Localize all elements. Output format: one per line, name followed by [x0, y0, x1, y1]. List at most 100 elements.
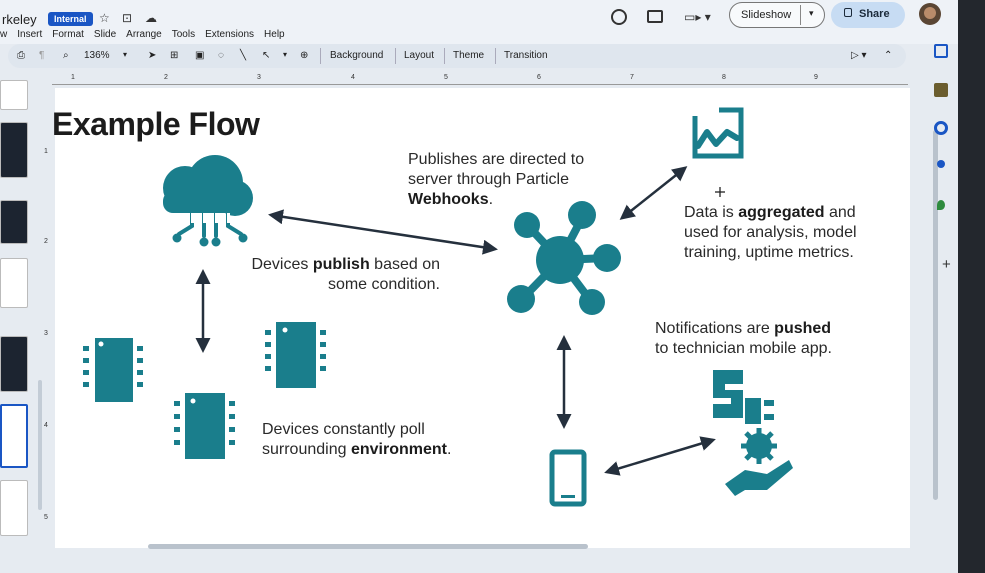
- ruler-tick: 3: [44, 330, 48, 337]
- devices-poll-text[interactable]: Devices constantly poll surrounding envi…: [262, 420, 451, 460]
- menu-slide[interactable]: Slide: [93, 29, 117, 40]
- select-frame-icon[interactable]: ⊞: [170, 50, 179, 61]
- move-folder-icon[interactable]: ⊡: [122, 11, 133, 25]
- ruler-tick: 5: [44, 514, 48, 521]
- slide-thumbnail[interactable]: [0, 258, 28, 308]
- menu-view[interactable]: w: [0, 29, 8, 40]
- account-avatar[interactable]: [919, 3, 941, 25]
- menu-help[interactable]: Help: [264, 29, 285, 40]
- slide-thumbnail[interactable]: [0, 80, 28, 110]
- text-fragment: .: [488, 191, 494, 208]
- filmstrip-scrollbar[interactable]: [38, 380, 42, 510]
- horizontal-scrollbar[interactable]: [148, 544, 588, 549]
- ruler-tick: 6: [537, 74, 541, 81]
- technician-service-icon: [713, 370, 793, 496]
- slide-canvas[interactable]: Example Flow: [52, 88, 910, 548]
- bold-term: environment: [350, 441, 447, 458]
- tasks-icon[interactable]: [934, 121, 948, 135]
- calendar-icon[interactable]: [934, 44, 948, 58]
- devices-publish-text[interactable]: Devices publish based on some condition.: [247, 255, 440, 295]
- toolbar-divider: [495, 48, 496, 64]
- add-addon-icon[interactable]: +: [942, 256, 951, 273]
- menu-arrange[interactable]: Arrange: [126, 29, 162, 40]
- menu-bar: w Insert Format Slide Arrange Tools Exte…: [0, 29, 285, 40]
- internal-badge: Internal: [48, 12, 93, 26]
- keep-icon[interactable]: [934, 83, 948, 97]
- slide-thumbnail-selected[interactable]: [0, 404, 28, 468]
- text-line: used for analysis, model: [684, 224, 857, 241]
- line-icon[interactable]: ╲: [240, 50, 247, 61]
- slide-thumbnail[interactable]: [0, 200, 28, 244]
- microchip-icon: [174, 393, 235, 459]
- zoom-dropdown-icon[interactable]: ▾: [123, 50, 128, 59]
- screen-bezel: [958, 0, 985, 573]
- bold-term: Webhooks: [408, 191, 489, 208]
- text-line: server through Particle: [408, 171, 569, 188]
- cloud-status-icon[interactable]: ☁: [145, 11, 157, 25]
- lock-icon: [844, 8, 852, 17]
- paint-format-icon[interactable]: ¶: [39, 50, 45, 61]
- slide-thumbnail[interactable]: [0, 480, 28, 536]
- zoom-icon[interactable]: ⌕: [63, 50, 69, 61]
- toolbar-divider: [320, 48, 321, 64]
- text-line: Notifications are pushed: [655, 319, 832, 339]
- cloud-iot-icon: [163, 155, 253, 247]
- text-line: Devices publish based on: [247, 255, 440, 275]
- menu-insert[interactable]: Insert: [17, 29, 43, 40]
- theme-button[interactable]: Theme: [453, 50, 485, 61]
- slide-thumbnail[interactable]: [0, 336, 28, 392]
- meet-camera-icon[interactable]: ▭▸ ▾: [684, 10, 711, 24]
- shape-icon[interactable]: ◌: [218, 50, 224, 61]
- text-line: some condition.: [327, 276, 440, 293]
- share-button[interactable]: Share: [831, 2, 905, 28]
- notifications-text[interactable]: Notifications are pushed to technician m…: [655, 319, 832, 359]
- menu-format[interactable]: Format: [52, 29, 84, 40]
- layout-button[interactable]: Layout: [404, 50, 435, 61]
- menu-extensions[interactable]: Extensions: [205, 29, 255, 40]
- data-aggregated-text[interactable]: Data is aggregated and used for analysis…: [684, 203, 857, 263]
- transition-button[interactable]: Transition: [504, 50, 548, 61]
- ruler-tick: 3: [257, 74, 261, 81]
- text-fragment: Notifications are: [655, 320, 775, 337]
- slide-thumbnail[interactable]: [0, 122, 28, 178]
- bold-term: pushed: [774, 320, 832, 337]
- bold-term: aggregated: [738, 204, 825, 221]
- add-comment-icon[interactable]: ⊕: [300, 50, 309, 61]
- microchip-icon: [265, 322, 326, 388]
- slide-title[interactable]: Example Flow: [52, 106, 260, 142]
- background-button[interactable]: Background: [330, 50, 384, 61]
- zoom-level[interactable]: 136%: [84, 50, 110, 61]
- ruler-tick: 8: [722, 74, 726, 81]
- contacts-icon[interactable]: [937, 160, 945, 168]
- ruler-tick: 2: [164, 74, 168, 81]
- arrow-line-icon[interactable]: ↖: [262, 50, 271, 61]
- print-icon[interactable]: ⎙: [17, 50, 25, 61]
- toolbar-divider: [444, 48, 445, 64]
- text-line: Data is aggregated and: [684, 203, 857, 223]
- document-title[interactable]: rkeley: [2, 12, 37, 27]
- image-icon[interactable]: ▣: [195, 50, 205, 61]
- select-cursor-icon[interactable]: ➤: [148, 50, 157, 61]
- toolbar-divider: [395, 48, 396, 64]
- bold-term: publish: [312, 256, 370, 273]
- text-fragment: and: [824, 204, 856, 221]
- slideshow-button[interactable]: Slideshow ▾: [729, 2, 825, 28]
- vertical-scrollbar[interactable]: [933, 130, 938, 500]
- ruler-tick: 9: [814, 74, 818, 81]
- maps-icon[interactable]: [937, 200, 945, 210]
- text-line: Webhooks.: [408, 190, 584, 210]
- text-line: surrounding environment.: [262, 440, 451, 460]
- toolbar: ⎙ ¶ ⌕ 136% ▾ ➤ ⊞ ▣ ◌ ╲ ↖ ▾ ⊕ Background …: [8, 44, 906, 68]
- menu-tools[interactable]: Tools: [171, 29, 196, 40]
- vertical-ruler: 1 2 3 4 5: [44, 90, 54, 550]
- star-icon[interactable]: ☆: [99, 11, 110, 25]
- chevron-down-icon[interactable]: ▾: [809, 8, 814, 18]
- text-fragment: .: [446, 441, 452, 458]
- line-dropdown-icon[interactable]: ▾: [283, 50, 288, 59]
- collapse-toolbar-icon[interactable]: ⌃: [884, 50, 893, 61]
- text-line: to technician mobile app.: [655, 340, 832, 357]
- comments-icon[interactable]: [647, 10, 663, 23]
- publishes-text[interactable]: Publishes are directed to server through…: [408, 150, 584, 210]
- version-history-icon[interactable]: [611, 9, 627, 25]
- pen-tool-icon[interactable]: ▷ ▾: [851, 50, 867, 61]
